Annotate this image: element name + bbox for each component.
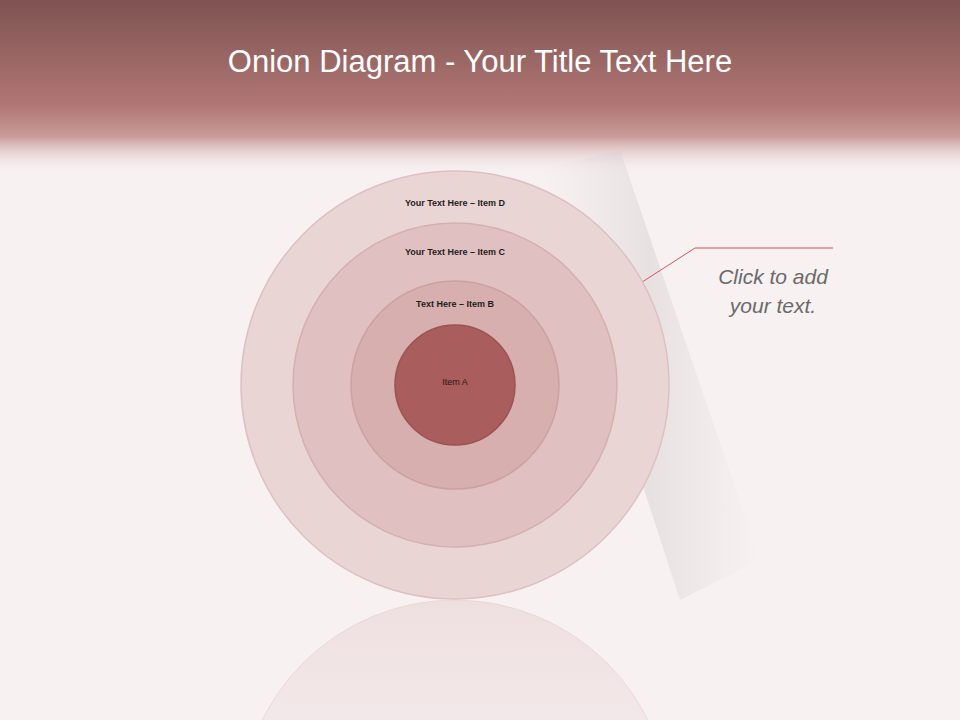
header-band	[0, 0, 960, 175]
onion-ring: Item A	[394, 324, 516, 446]
onion-ring: Your Text Here – Item C Text Here – Item …	[292, 222, 618, 548]
ring-label: Your Text Here – Item D	[240, 198, 670, 209]
reflection	[240, 600, 670, 720]
ring-label: Text Here – Item B	[350, 299, 560, 310]
onion-ring: Text Here – Item B Item A	[350, 280, 560, 490]
ring-label: Item A	[394, 377, 516, 388]
leader-line	[695, 248, 833, 249]
callout-text: Click to add your text.	[698, 262, 848, 321]
onion-ring: Your Text Here – Item D Your Text Here – …	[240, 170, 670, 600]
slide-title: Onion Diagram - Your Title Text Here	[0, 44, 960, 80]
ring-label: Your Text Here – Item C	[292, 247, 618, 258]
